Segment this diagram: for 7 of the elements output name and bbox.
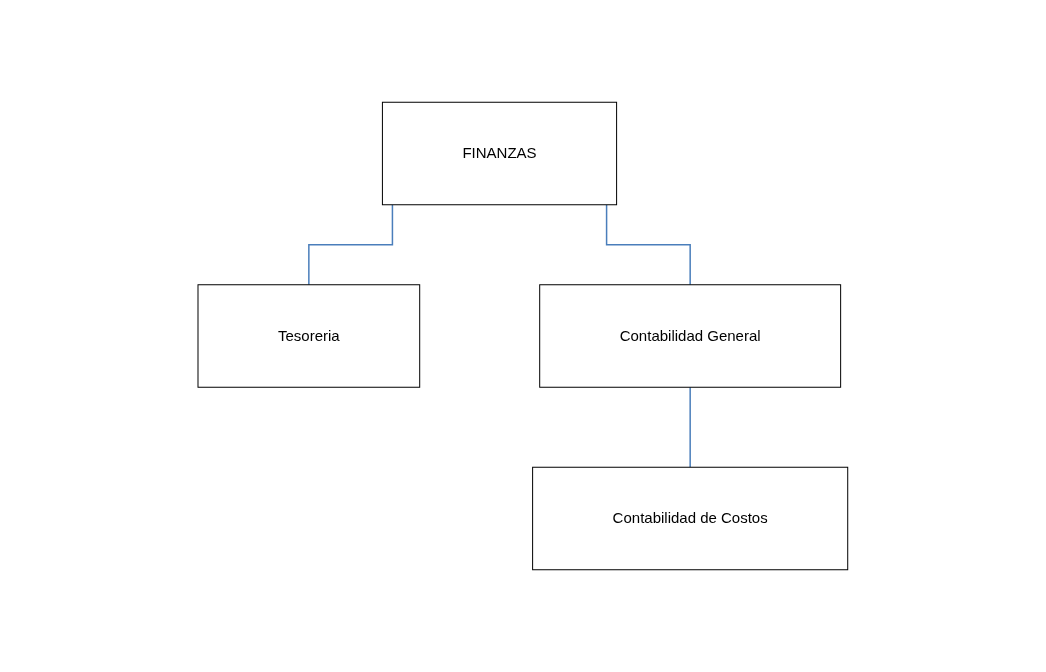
node-box: Tesoreria: [197, 284, 421, 388]
node-box: FINANZAS: [382, 101, 618, 206]
connector: [689, 386, 692, 468]
node-box: Contabilidad General: [539, 284, 842, 388]
node-box: Contabilidad de Costos: [532, 466, 849, 571]
connector: [606, 204, 692, 286]
connector: [308, 204, 394, 286]
